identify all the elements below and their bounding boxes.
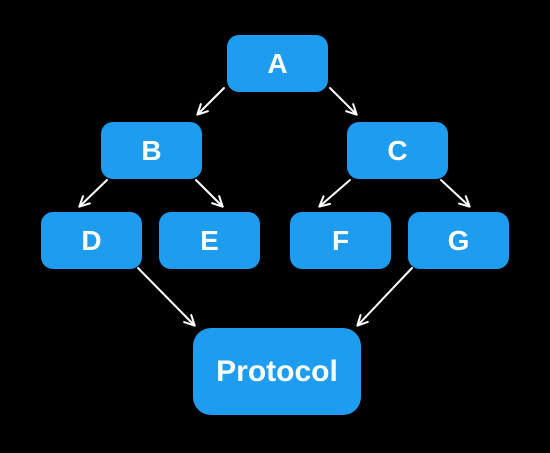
node-a: A	[227, 35, 328, 92]
edge-c-to-g	[440, 179, 471, 208]
node-b-label: B	[141, 134, 162, 166]
edge-a-to-c	[329, 87, 358, 116]
edge-g-to-protocol	[356, 267, 413, 327]
node-b: B	[101, 122, 202, 179]
node-c: C	[347, 122, 448, 179]
edge-d-to-protocol	[137, 267, 196, 327]
node-c-label: C	[387, 134, 408, 166]
edge-b-to-e	[195, 179, 224, 208]
node-protocol-label: Protocol	[216, 354, 338, 388]
node-protocol: Protocol	[193, 328, 361, 415]
node-g-label: G	[447, 224, 470, 256]
node-d: D	[41, 212, 142, 269]
node-a-label: A	[267, 47, 288, 79]
edge-b-to-d	[78, 179, 108, 208]
node-f: F	[290, 212, 391, 269]
node-d-label: D	[81, 224, 102, 256]
edge-c-to-f	[318, 179, 351, 208]
edge-a-to-b	[196, 87, 225, 116]
node-e: E	[159, 212, 260, 269]
node-f-label: F	[331, 224, 350, 256]
node-g: G	[408, 212, 509, 269]
node-e-label: E	[200, 224, 219, 256]
